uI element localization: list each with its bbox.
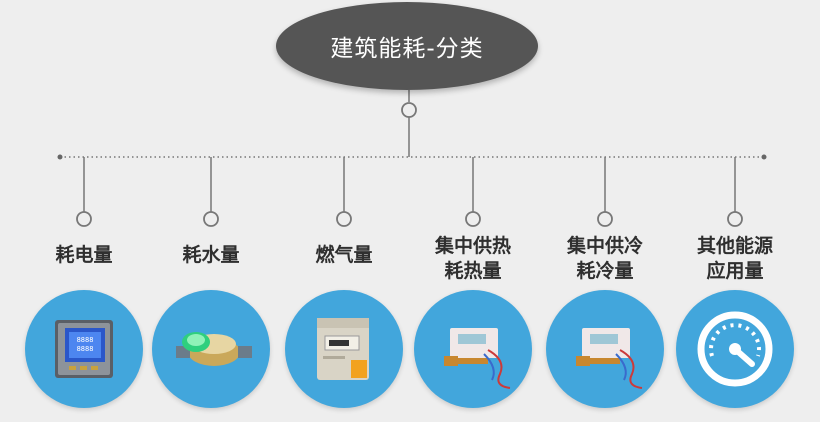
category-label-gas: 燃气量	[279, 243, 409, 268]
water-meter-disc	[152, 290, 270, 408]
category-label-electricity: 耗电量	[19, 243, 149, 268]
branch-drops	[76, 157, 743, 227]
category-label-water: 耗水量	[146, 243, 276, 268]
label-line: 耗热量	[444, 260, 502, 282]
power-meter-disc: 8888 8888	[25, 290, 143, 408]
root-node: 建筑能耗-分类	[276, 2, 538, 90]
svg-text:8888: 8888	[77, 336, 94, 344]
category-label-cooling: 集中供冷 耗冷量	[540, 234, 670, 284]
heat-meter-disc	[414, 290, 532, 408]
label-line: 应用量	[706, 260, 764, 282]
heat-meter-icon	[444, 328, 511, 389]
label-line: 燃气量	[315, 244, 373, 266]
label-line: 耗冷量	[576, 260, 634, 282]
gas-meter-disc	[285, 290, 403, 408]
root-connector-node	[401, 102, 417, 118]
label-line: 耗电量	[55, 244, 113, 266]
label-line: 其他能源	[696, 235, 773, 257]
power-meter-icon: 8888 8888	[55, 320, 113, 378]
gauge-disc	[676, 290, 794, 408]
gas-meter-icon	[317, 318, 369, 380]
label-line: 集中供热	[434, 235, 511, 257]
water-meter-icon	[176, 332, 252, 366]
svg-text:8888: 8888	[77, 345, 94, 353]
cooling-meter-disc	[546, 290, 664, 408]
label-line: 集中供冷	[566, 235, 643, 257]
gauge-icon	[697, 311, 773, 387]
label-line: 耗水量	[182, 244, 240, 266]
category-label-other: 其他能源 应用量	[670, 234, 800, 284]
cooling-meter-icon	[576, 328, 643, 389]
category-label-heating: 集中供热 耗热量	[408, 234, 538, 284]
diagram-title: 建筑能耗-分类	[330, 36, 484, 62]
